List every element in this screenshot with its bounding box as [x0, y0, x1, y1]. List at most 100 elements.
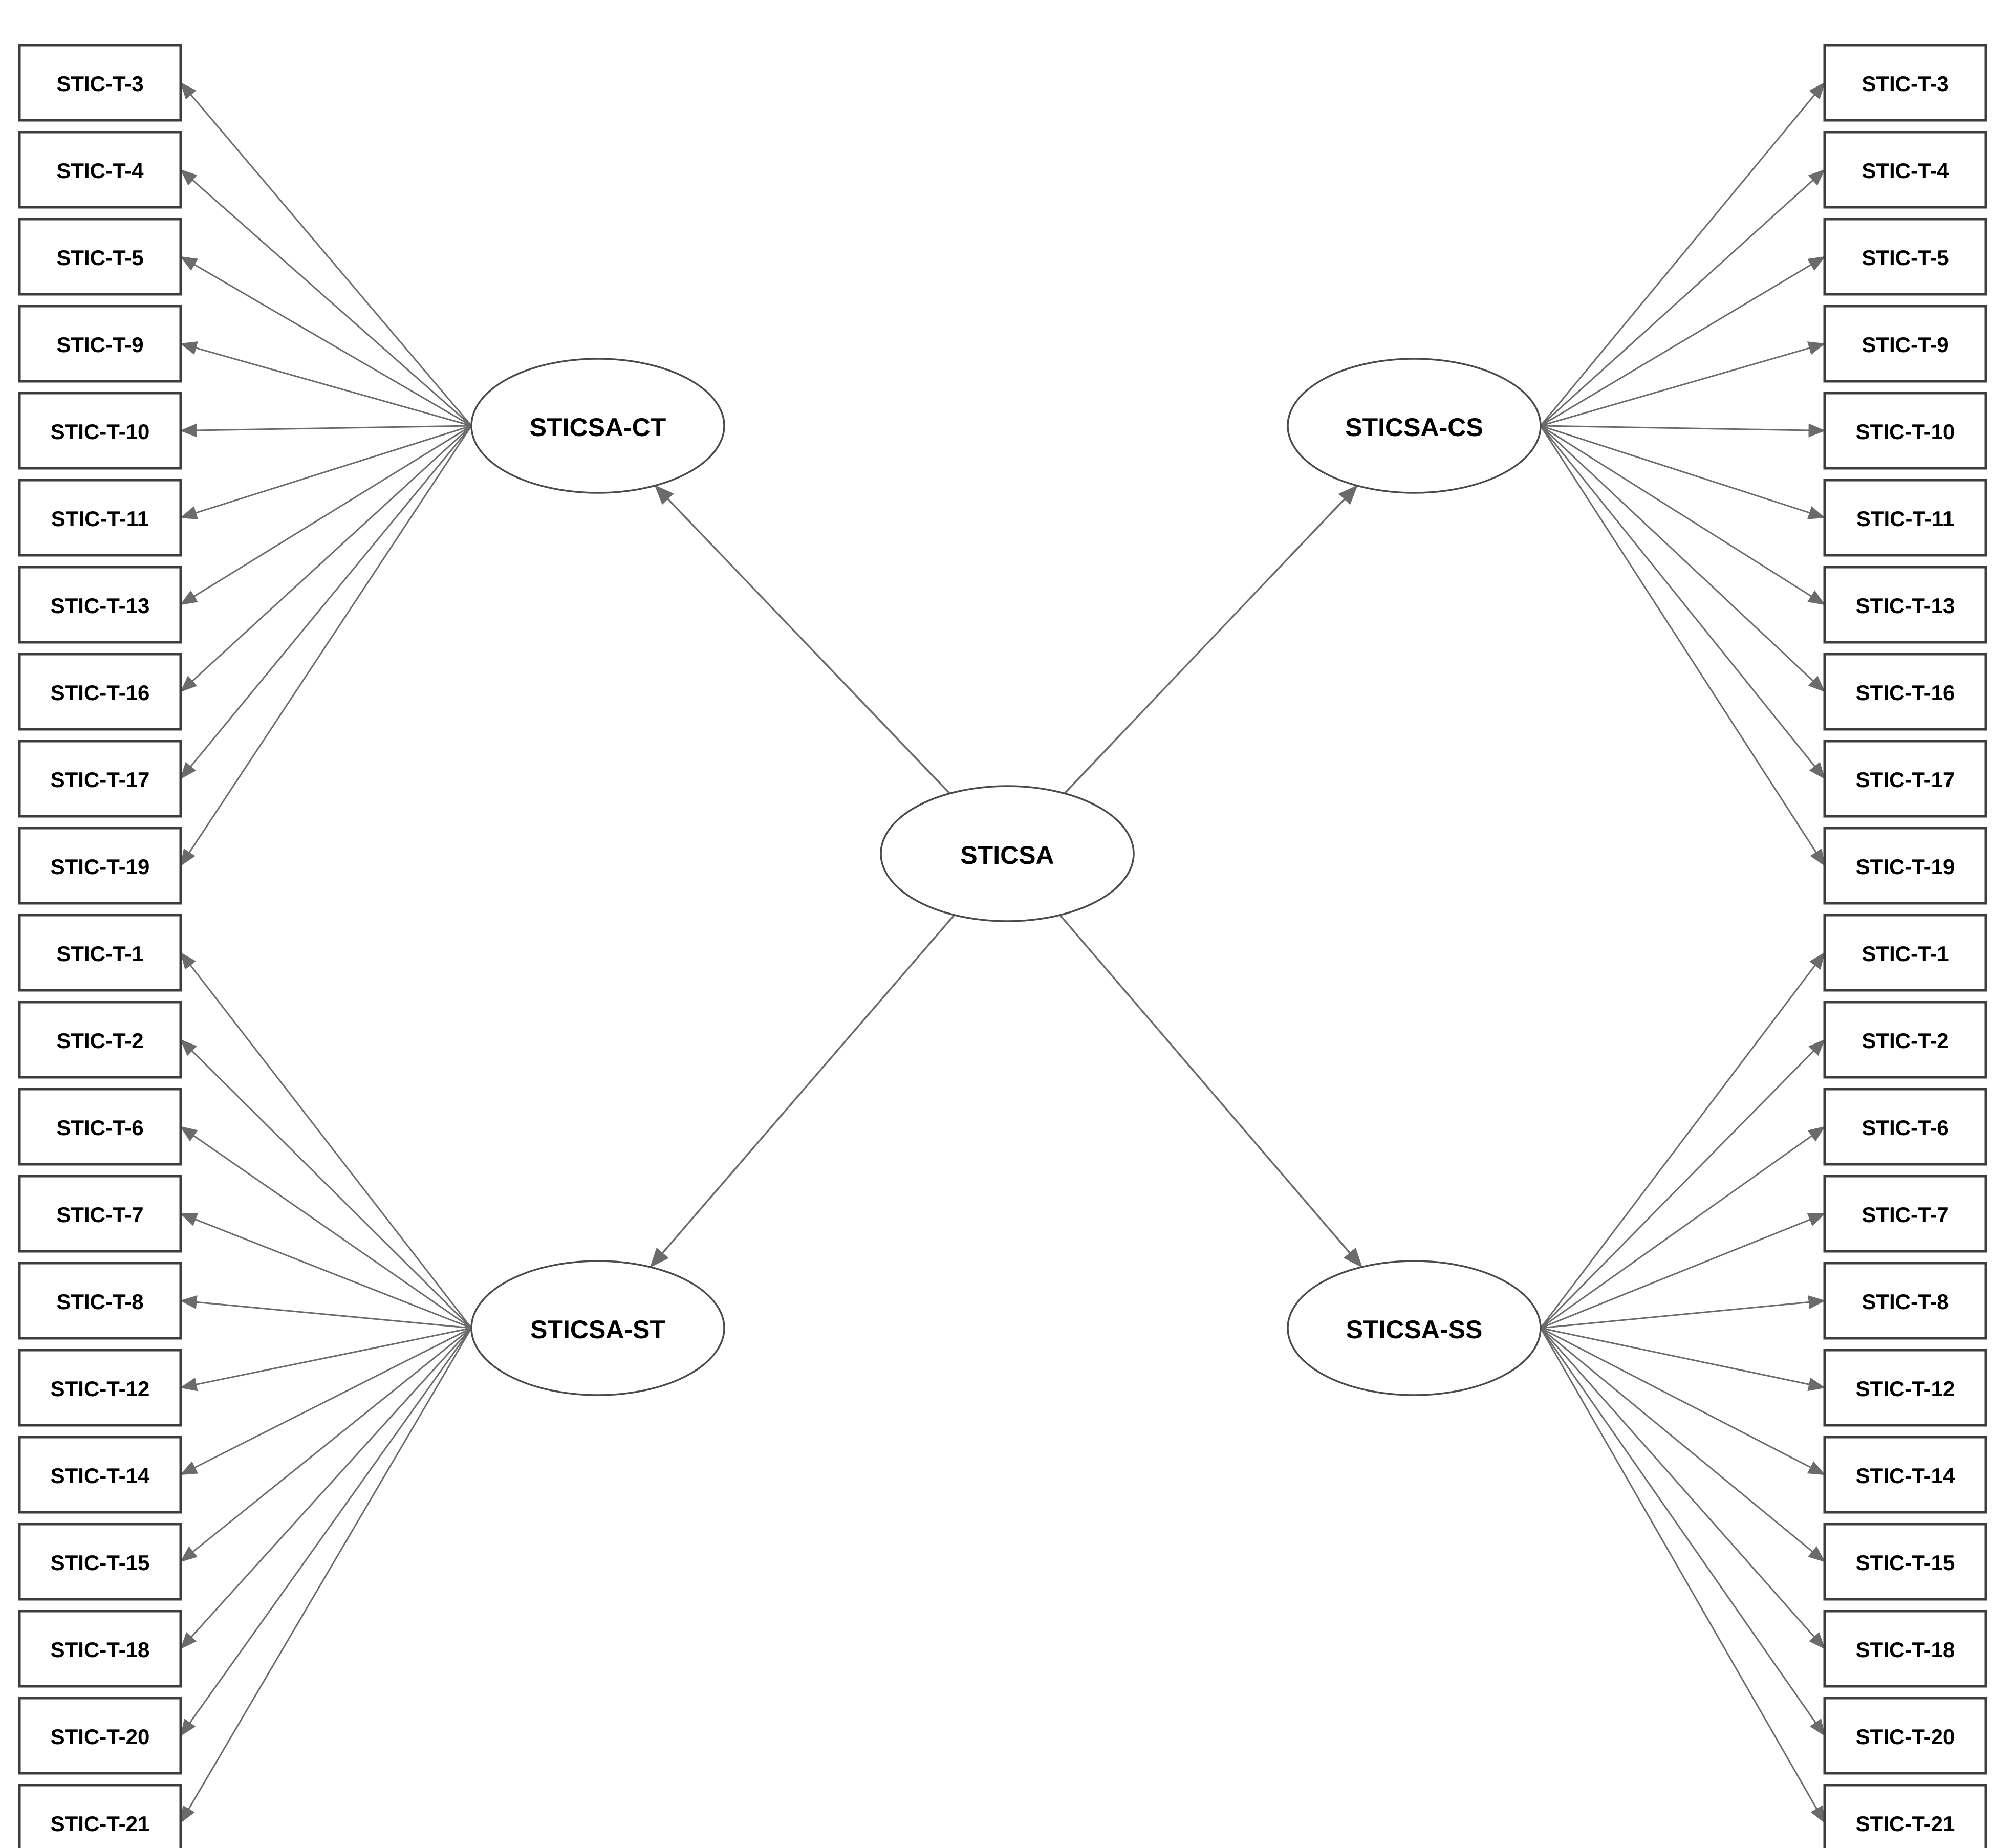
factor-loading-arrow: [1540, 425, 1826, 519]
indicator-box[interactable]: STIC-T-19: [1823, 827, 1987, 905]
factor-loading-arrow: [180, 425, 472, 866]
indicator-label: STIC-T-3: [1862, 72, 1949, 96]
indicator-box[interactable]: STIC-T-21: [1823, 1784, 1987, 1848]
indicator-label: STIC-T-17: [1856, 768, 1955, 792]
factor-loading-arrow: [180, 82, 472, 426]
indicator-box[interactable]: STIC-T-11: [1823, 479, 1987, 557]
latent-variable-cs[interactable]: STICSA-CS: [1287, 358, 1542, 494]
factor-loading-arrow: [1540, 82, 1826, 426]
indicator-box[interactable]: STIC-T-8: [1823, 1262, 1987, 1340]
indicator-box[interactable]: STIC-T-10: [1823, 392, 1987, 470]
indicator-label: STIC-T-6: [1862, 1116, 1949, 1140]
indicator-box[interactable]: STIC-T-19: [18, 827, 182, 905]
indicator-box[interactable]: STIC-T-9: [1823, 305, 1987, 383]
indicator-box[interactable]: STIC-T-16: [18, 653, 182, 731]
indicator-box[interactable]: STIC-T-5: [18, 218, 182, 296]
indicator-label: STIC-T-19: [51, 855, 150, 879]
factor-loading-arrow: [1540, 425, 1826, 605]
factor-loading-arrow: [1540, 1327, 1826, 1475]
indicator-label: STIC-T-14: [1856, 1464, 1955, 1488]
factor-loading-arrow: [180, 1327, 472, 1649]
factor-loading-arrow: [1540, 1126, 1826, 1329]
indicator-box[interactable]: STIC-T-12: [18, 1349, 182, 1427]
indicator-label: STIC-T-1: [1862, 942, 1949, 966]
indicator-label: STIC-T-11: [1856, 507, 1954, 531]
indicator-box[interactable]: STIC-T-12: [1823, 1349, 1987, 1427]
indicator-box[interactable]: STIC-T-2: [1823, 1001, 1987, 1079]
indicator-box[interactable]: STIC-T-18: [1823, 1610, 1987, 1688]
latent-variable-ss[interactable]: STICSA-SS: [1287, 1260, 1542, 1396]
indicator-box[interactable]: STIC-T-15: [18, 1523, 182, 1601]
indicator-label: STIC-T-21: [51, 1812, 150, 1836]
indicator-box[interactable]: STIC-T-11: [18, 479, 182, 557]
indicator-box[interactable]: STIC-T-5: [1823, 218, 1987, 296]
indicator-label: STIC-T-5: [56, 246, 143, 270]
indicator-label: STIC-T-6: [56, 1116, 143, 1140]
indicator-box[interactable]: STIC-T-14: [1823, 1436, 1987, 1514]
factor-loading-arrow: [1540, 256, 1826, 427]
indicator-label: STIC-T-4: [56, 159, 144, 183]
indicator-box[interactable]: STIC-T-16: [1823, 653, 1987, 731]
indicator-box[interactable]: STIC-T-20: [1823, 1697, 1987, 1775]
indicator-label: STIC-T-1: [56, 942, 143, 966]
indicator-box[interactable]: STIC-T-6: [18, 1088, 182, 1166]
latent-variable-ct[interactable]: STICSA-CT: [470, 358, 725, 494]
latent-variable-st[interactable]: STICSA-ST: [470, 1260, 725, 1396]
indicator-label: STIC-T-7: [56, 1203, 143, 1227]
indicator-label: STIC-T-13: [1856, 594, 1955, 618]
indicator-box[interactable]: STIC-T-15: [1823, 1523, 1987, 1601]
factor-loading-arrow: [180, 1295, 472, 1329]
indicator-box[interactable]: STIC-T-13: [18, 566, 182, 644]
indicator-box[interactable]: STIC-T-4: [18, 131, 182, 209]
indicator-box[interactable]: STIC-T-1: [18, 914, 182, 992]
indicator-label: STIC-T-15: [51, 1551, 150, 1575]
factor-loading-arrow: [180, 1327, 472, 1562]
indicator-box[interactable]: STIC-T-7: [18, 1175, 182, 1253]
indicator-box[interactable]: STIC-T-6: [1823, 1088, 1987, 1166]
indicator-box[interactable]: STIC-T-21: [18, 1784, 182, 1848]
indicator-box[interactable]: STIC-T-18: [18, 1610, 182, 1688]
indicator-label: STIC-T-12: [51, 1377, 150, 1401]
factor-loading-arrow: [1540, 425, 1826, 866]
indicator-label: STIC-T-16: [1856, 681, 1955, 705]
indicator-box[interactable]: STIC-T-14: [18, 1436, 182, 1514]
indicator-box[interactable]: STIC-T-2: [18, 1001, 182, 1079]
indicator-box[interactable]: STIC-T-13: [1823, 566, 1987, 644]
indicator-label: STIC-T-3: [56, 72, 143, 96]
latent-variable-sticsa[interactable]: STICSA: [880, 785, 1135, 922]
factor-loading-arrow: [180, 1327, 472, 1392]
indicator-box[interactable]: STIC-T-10: [18, 392, 182, 470]
indicator-box[interactable]: STIC-T-4: [1823, 131, 1987, 209]
factor-loading-arrow: [1540, 425, 1826, 692]
indicator-box[interactable]: STIC-T-8: [18, 1262, 182, 1340]
latent-variable-label: STICSA-ST: [530, 1315, 665, 1344]
indicator-boxes: STIC-T-3STIC-T-4STIC-T-5STIC-T-9STIC-T-1…: [18, 44, 1987, 1848]
factor-loading-arrow: [180, 425, 472, 519]
factor-loading-arrow: [180, 423, 472, 438]
indicator-label: STIC-T-19: [1856, 855, 1955, 879]
indicator-box[interactable]: STIC-T-1: [1823, 914, 1987, 992]
indicator-box[interactable]: STIC-T-7: [1823, 1175, 1987, 1253]
indicator-label: STIC-T-2: [56, 1029, 143, 1053]
indicator-box[interactable]: STIC-T-17: [18, 740, 182, 818]
indicator-label: STIC-T-11: [51, 507, 149, 531]
structural-path-arrow: [1064, 485, 1358, 794]
factor-loading-arrow: [1540, 1327, 1826, 1392]
indicator-box[interactable]: STIC-T-17: [1823, 740, 1987, 818]
indicator-box[interactable]: STIC-T-9: [18, 305, 182, 383]
indicator-box[interactable]: STIC-T-3: [18, 44, 182, 122]
indicator-box[interactable]: STIC-T-3: [1823, 44, 1987, 122]
indicator-box[interactable]: STIC-T-20: [18, 1697, 182, 1775]
factor-loading-arrows: [180, 82, 1826, 1823]
structural-path-arrow: [654, 485, 950, 794]
factor-loading-arrow: [1540, 1328, 1826, 1823]
indicator-label: STIC-T-15: [1856, 1551, 1955, 1575]
indicator-label: STIC-T-9: [1862, 333, 1949, 357]
indicator-label: STIC-T-18: [1856, 1638, 1955, 1662]
factor-loading-arrow: [180, 341, 472, 427]
indicator-label: STIC-T-21: [1856, 1812, 1955, 1836]
factor-loading-arrow: [180, 256, 472, 427]
structural-path-arrow: [650, 914, 955, 1268]
